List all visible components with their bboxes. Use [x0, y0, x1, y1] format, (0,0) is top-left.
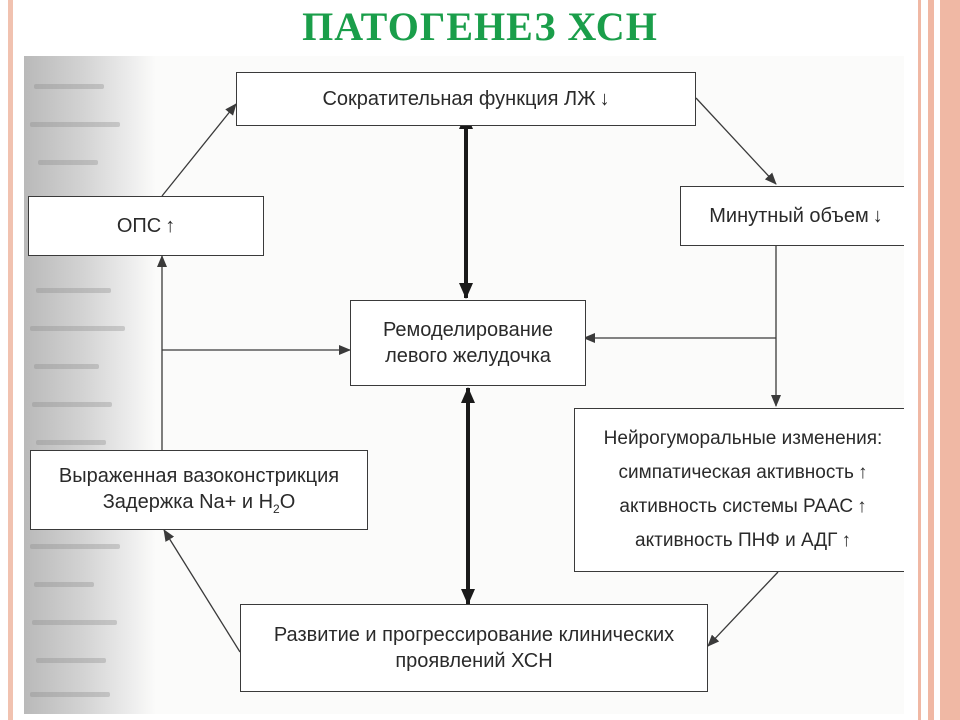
progression-line-2: проявлений ХСН [395, 650, 553, 672]
progression-line-1: Развитие и прогрессирование клинических [273, 624, 675, 646]
neurohumoral-item: активность системы РААС ↑ [619, 490, 866, 524]
neurohumoral-heading: Нейрогуморальные изменения: [603, 428, 883, 449]
neurohumoral-item-label: активность системы РААС [619, 496, 854, 517]
scan-artifact [30, 692, 110, 697]
scan-page-edge [24, 56, 156, 714]
connector-layer [157, 97, 781, 653]
increase-arrow-icon: ↑ [165, 215, 176, 237]
vasoconstriction-line-2: Задержка Na+ и H 2 O [103, 489, 296, 517]
scan-artifact [32, 402, 112, 407]
neurohumoral-item: активность ПНФ и АДГ ↑ [635, 524, 851, 558]
minute-volume-label: Минутный объем [709, 205, 869, 227]
scan-artifact [36, 440, 106, 445]
arrow-progression-to-vasoconstriction [163, 529, 241, 653]
scan-artifact [36, 658, 106, 663]
box-progression: Развитие и прогрессирование клинических … [240, 604, 708, 692]
vasoconstriction-line-1: Выраженная вазоконстрикция [58, 465, 340, 487]
box-contractility: Сократительная функция ЛЖ ↓ [236, 72, 696, 126]
contractility-label: Сократительная функция ЛЖ [322, 88, 596, 110]
decrease-arrow-icon: ↓ [872, 205, 883, 227]
scan-artifact [38, 160, 98, 165]
retention-text: Задержка Na+ и H [102, 491, 274, 513]
decrease-arrow-icon: ↓ [599, 88, 610, 110]
scan-artifact [34, 364, 99, 369]
arrow-neurohumoral-to-progression [707, 571, 779, 647]
box-vasoconstriction: Выраженная вазоконстрикция Задержка Na+ … [30, 450, 368, 530]
scan-artifact [32, 620, 117, 625]
retention-text-end: O [279, 491, 296, 513]
subscript-two: 2 [273, 502, 280, 516]
right-decor-band [940, 0, 960, 720]
slide-title: ПАТОГЕНЕЗ ХСН [302, 4, 658, 49]
box-ops: ОПС ↑ [28, 196, 264, 256]
increase-arrow-icon: ↑ [857, 496, 867, 517]
scan-artifact [30, 544, 120, 549]
arrow-contractility-to-minute-volume [695, 97, 777, 185]
neurohumoral-item-label: активность ПНФ и АДГ [635, 530, 838, 551]
remodeling-line-1: Ремоделирование [382, 319, 554, 341]
scan-artifact [34, 84, 104, 89]
neurohumoral-item-label: симпатическая активность [618, 462, 854, 483]
left-decor-strip [0, 0, 18, 720]
increase-arrow-icon: ↑ [841, 530, 851, 551]
remodeling-line-2: левого желудочка [385, 345, 551, 367]
ops-label: ОПС [116, 215, 162, 237]
scan-artifact [34, 582, 94, 587]
diagram-area: Сократительная функция ЛЖ ↓ Минутный объ… [24, 56, 904, 714]
right-decor-band [918, 0, 921, 720]
box-minute-volume: Минутный объем ↓ [680, 186, 904, 246]
box-remodeling: Ремоделирование левого желудочка [350, 300, 586, 386]
arrow-ops-to-contractility [161, 103, 237, 197]
left-decor-bar [8, 0, 13, 720]
scan-artifact [36, 288, 111, 293]
neurohumoral-item: симпатическая активность ↑ [619, 456, 868, 490]
right-decor-band [928, 0, 934, 720]
box-neurohumoral: Нейрогуморальные изменения: симпатическа… [574, 408, 904, 572]
right-decor-strip [918, 0, 960, 720]
increase-arrow-icon: ↑ [857, 462, 868, 483]
scan-artifact [30, 326, 125, 331]
scan-artifact [30, 122, 120, 127]
